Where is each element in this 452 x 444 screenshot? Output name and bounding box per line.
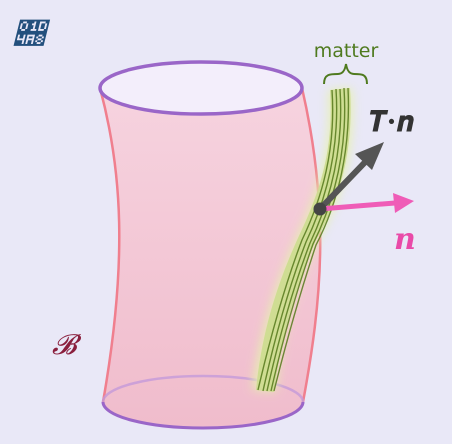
matter-strands (257, 87, 350, 392)
label-T-dot-n: 𝑻·𝒏 (369, 105, 414, 138)
label-n: 𝒏 (394, 222, 416, 257)
tube-right-edge (300, 87, 322, 403)
matter-brace (323, 63, 368, 85)
label-manifold: 𝒨 (13, 17, 51, 52)
arrow-n-head (393, 193, 414, 213)
matter-label: matter (314, 40, 379, 62)
arrow-T-dot-n-head (355, 142, 384, 170)
base-point (313, 202, 327, 216)
top-rim (98, 60, 304, 116)
label-boundary: 𝓑 (52, 328, 82, 361)
arrow-n (317, 200, 398, 212)
tube-left-edge (98, 87, 121, 403)
bottom-rim-front (101, 401, 305, 430)
bottom-rim-back (101, 374, 305, 403)
arrow-T-dot-n (317, 154, 373, 212)
